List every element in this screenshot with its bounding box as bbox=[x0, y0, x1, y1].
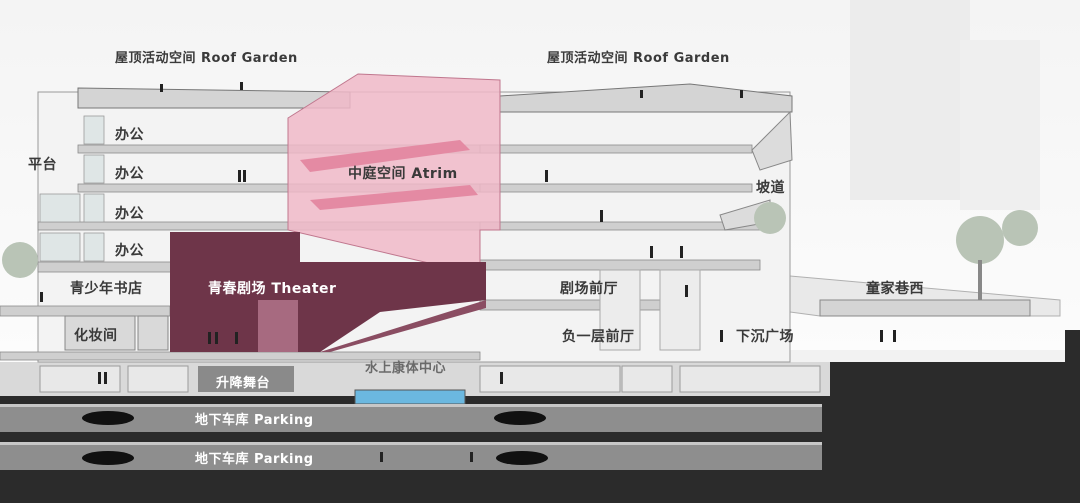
label-dressing-room: 化妆间 bbox=[74, 328, 118, 344]
label-parking-1: 地下车库 Parking bbox=[195, 413, 314, 428]
label-sunken-plaza: 下沉广场 bbox=[736, 329, 794, 345]
label-roof-garden-left: 屋顶活动空间 Roof Garden bbox=[115, 51, 298, 66]
atrium bbox=[287, 73, 501, 276]
label-platform: 平台 bbox=[28, 157, 57, 173]
basement-room bbox=[39, 365, 121, 393]
parking-level-2 bbox=[0, 442, 822, 470]
car-icon bbox=[494, 411, 546, 425]
label-office-3: 办公 bbox=[115, 206, 144, 222]
theater bbox=[170, 232, 486, 352]
theater-seating bbox=[320, 300, 486, 352]
basement-room bbox=[621, 365, 673, 393]
car-icon bbox=[82, 411, 134, 425]
background-tower bbox=[850, 0, 970, 200]
pool bbox=[354, 389, 466, 405]
label-basement-foyer: 负一层前厅 bbox=[562, 329, 635, 345]
parking-level-1 bbox=[0, 404, 822, 432]
office-windows bbox=[39, 115, 105, 262]
basement-room bbox=[127, 365, 189, 393]
dressing-room bbox=[64, 315, 136, 351]
label-ramp: 坡道 bbox=[756, 180, 785, 196]
atrium-stair bbox=[300, 140, 470, 172]
label-roof-garden-right: 屋顶活动空间 Roof Garden bbox=[547, 51, 730, 66]
tree-icon bbox=[2, 202, 1038, 300]
car-icon bbox=[496, 451, 548, 465]
people-figures bbox=[40, 82, 896, 462]
label-office-2: 办公 bbox=[115, 166, 144, 182]
alley-slab bbox=[819, 299, 1031, 317]
background-tower bbox=[960, 40, 1040, 210]
atrium-stair bbox=[310, 185, 478, 210]
label-lift-stage: 升降舞台 bbox=[216, 376, 271, 391]
label-theater: 青春剧场 Theater bbox=[208, 281, 337, 297]
slab bbox=[0, 442, 822, 445]
basement-room bbox=[679, 365, 821, 393]
basement-room bbox=[479, 365, 621, 393]
label-atrium: 中庭空间 Atrim bbox=[348, 166, 458, 182]
label-foyer: 剧场前厅 bbox=[560, 281, 618, 297]
label-alley: 童家巷西 bbox=[866, 281, 924, 297]
label-parking-2: 地下车库 Parking bbox=[195, 452, 314, 467]
label-office-1: 办公 bbox=[115, 127, 144, 143]
theater-stage-light bbox=[258, 300, 298, 352]
label-office-4: 办公 bbox=[115, 243, 144, 259]
dressing-room-side bbox=[137, 315, 169, 351]
slab bbox=[0, 404, 822, 407]
foyer-column bbox=[599, 269, 641, 351]
foyer-column bbox=[659, 269, 701, 351]
car-icon bbox=[82, 451, 134, 465]
ramp bbox=[751, 110, 793, 171]
label-bookstore: 青少年书店 bbox=[70, 281, 143, 297]
label-aquatic-center: 水上康体中心 bbox=[365, 361, 447, 376]
lift-stage-block bbox=[198, 366, 294, 392]
